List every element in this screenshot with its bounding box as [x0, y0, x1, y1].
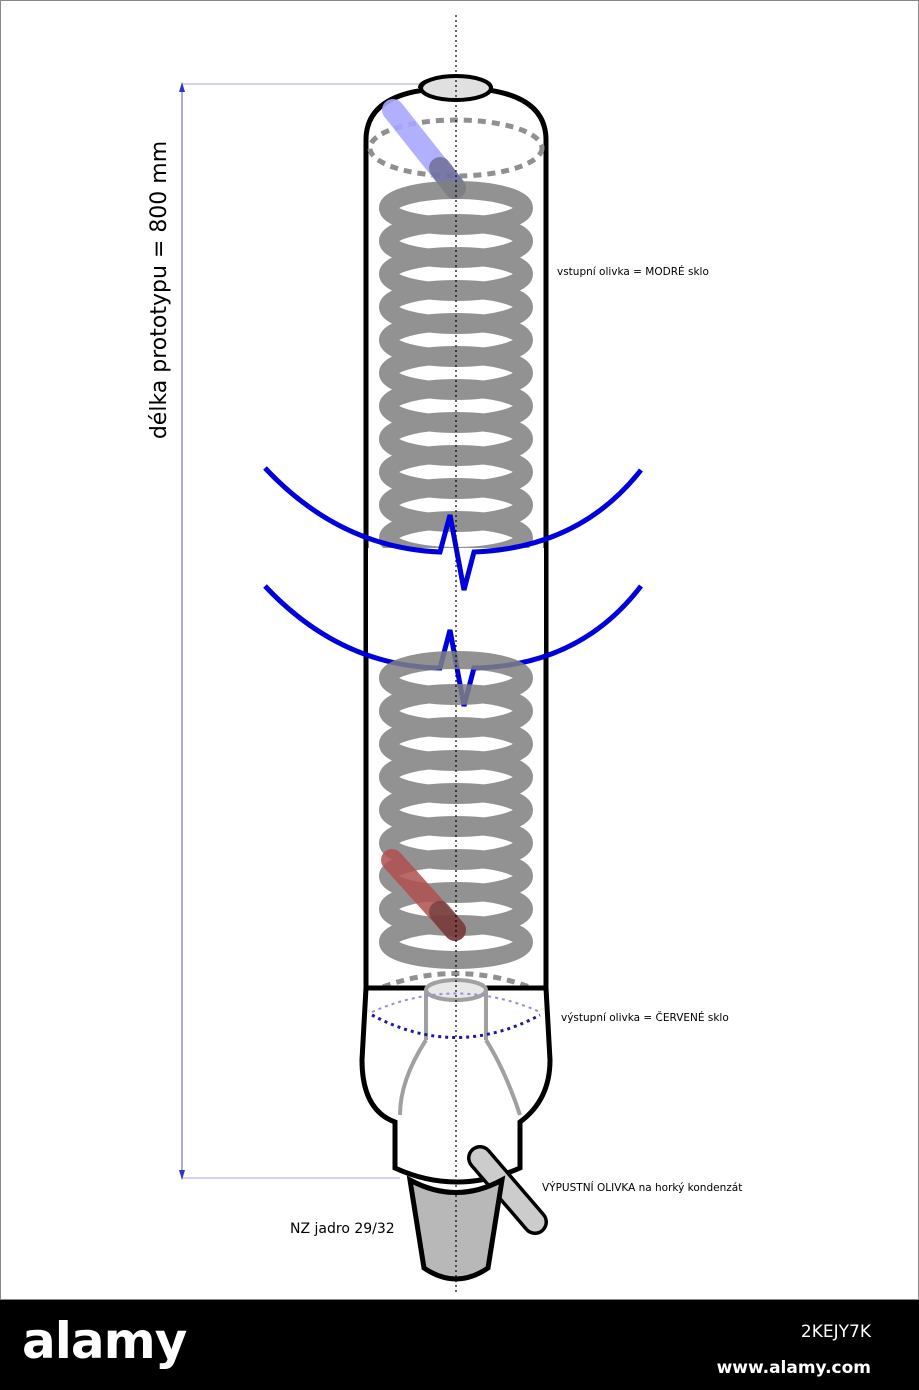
image-id: 2KEJY7K [800, 1322, 871, 1342]
ground-joint [406, 1175, 506, 1282]
outlet-label: výstupní olivka = ČERVENÉ sklo [561, 1011, 729, 1024]
length-label: délka prototypu = 800 mm [147, 141, 172, 439]
drain-olive [467, 1145, 548, 1235]
length-dimension [179, 82, 425, 1180]
bottom-inner-rim [369, 971, 543, 995]
seal-ring [371, 1013, 541, 1039]
alamy-logo: alamy [22, 1312, 187, 1370]
site-url: www.alamy.com [716, 1358, 871, 1378]
condenser-diagram: délka prototypu = 800 mm [0, 0, 919, 1300]
drain-label: VÝPUSTNÍ OLIVKA na horký kondenzát [542, 1181, 742, 1194]
stock-photo-watermark-bar: alamy 2KEJY7K www.alamy.com [0, 1300, 919, 1390]
inlet-label: vstupní olivka = MODRÉ sklo [557, 265, 709, 278]
top-neck [418, 74, 493, 102]
joint-label: NZ jadro 29/32 [290, 1221, 395, 1237]
